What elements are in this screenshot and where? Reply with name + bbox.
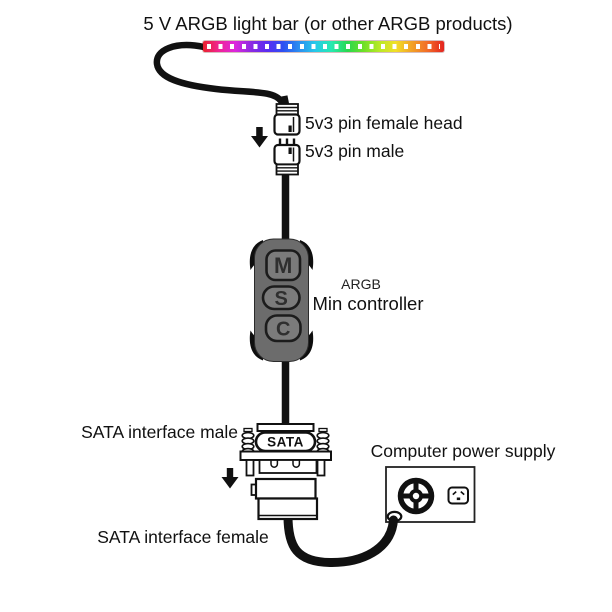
- sata-male-label: SATA interface male: [81, 422, 238, 442]
- argb-controller: M S C: [249, 238, 314, 362]
- male-connector: [273, 138, 301, 176]
- light-bar-cable: [153, 41, 289, 114]
- down-arrow-icon: [221, 468, 239, 489]
- button-s: [261, 285, 301, 311]
- sata-male-connector: SATA: [239, 423, 332, 477]
- male-head-label: 5v3 pin male: [305, 141, 405, 161]
- sata-male-text: SATA: [267, 435, 304, 450]
- fan-icon: [397, 477, 435, 515]
- button-m: [265, 249, 302, 282]
- button-s-label: S: [275, 288, 288, 310]
- power-supply: [385, 466, 476, 523]
- button-m-label: M: [274, 253, 292, 278]
- power-socket-icon: [447, 486, 469, 505]
- sata-female-label: SATA interface female: [97, 527, 269, 547]
- button-c-label: C: [276, 319, 290, 341]
- down-arrow-icon: [251, 127, 268, 148]
- diagram-title: 5 V ARGB light bar (or other ARGB produc…: [143, 13, 513, 34]
- argb-light-bar: [203, 41, 444, 52]
- female-head-connector: [273, 95, 301, 136]
- power-cable: [283, 511, 398, 568]
- controller-brand-label: ARGB: [341, 276, 381, 292]
- female-head-label: 5v3 pin female head: [305, 113, 463, 133]
- led-dots: [207, 44, 440, 49]
- power-supply-label: Computer power supply: [370, 441, 556, 461]
- sata-female-connector: [250, 477, 319, 521]
- controller-name-label: Min controller: [312, 293, 424, 314]
- screw-coil-icon: [241, 431, 330, 456]
- button-c: [264, 314, 302, 343]
